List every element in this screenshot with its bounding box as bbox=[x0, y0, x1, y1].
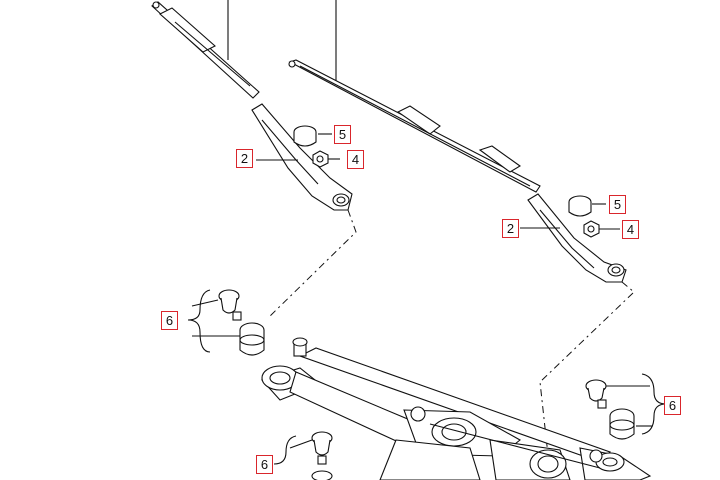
callout-part-4-left: 4 bbox=[347, 150, 364, 169]
right-nut bbox=[583, 220, 600, 238]
callout-part-2-left: 2 bbox=[236, 149, 253, 168]
alignment-line-left bbox=[267, 209, 357, 319]
grommet-set-left bbox=[218, 289, 265, 356]
callout-part-5-right: 5 bbox=[609, 195, 626, 214]
leader-line-6-bottom bbox=[289, 439, 313, 449]
alignment-line-right bbox=[539, 281, 635, 456]
wiper-linkage-assembly bbox=[261, 337, 652, 480]
right-cap bbox=[568, 195, 592, 217]
left-cap bbox=[293, 125, 317, 147]
right-wiper-arm bbox=[527, 193, 627, 283]
callout-part-6-bottom: 6 bbox=[256, 455, 273, 474]
left-wiper-blade bbox=[151, 1, 260, 99]
right-wiper-blade bbox=[288, 59, 541, 193]
callout-part-5-left: 5 bbox=[334, 125, 351, 144]
grommet-set-bottom bbox=[311, 431, 333, 480]
grommet-set-right bbox=[585, 379, 635, 440]
callout-part-6-right: 6 bbox=[664, 396, 681, 415]
bracket-right bbox=[641, 373, 667, 435]
callout-part-6-left: 6 bbox=[161, 311, 178, 330]
bracket-left bbox=[187, 289, 211, 353]
leader-line-6-upper bbox=[191, 299, 219, 307]
left-nut bbox=[312, 150, 329, 168]
callout-part-2-right: 2 bbox=[502, 219, 519, 238]
callout-part-4-right: 4 bbox=[622, 220, 639, 239]
bracket-bottom bbox=[273, 435, 297, 465]
left-wiper-arm bbox=[251, 103, 353, 211]
